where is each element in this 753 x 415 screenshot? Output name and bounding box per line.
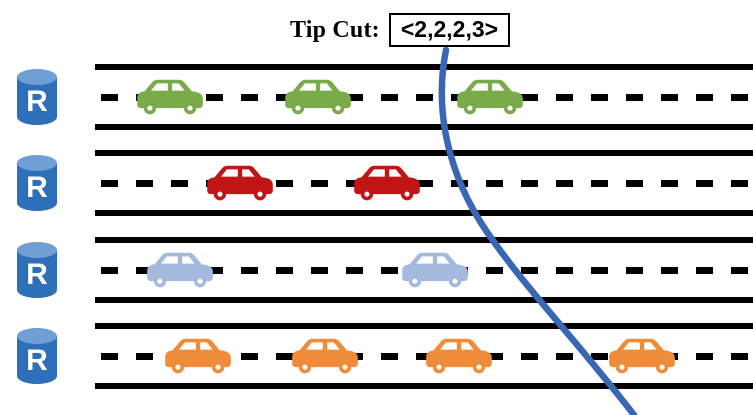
database-icon: R (17, 242, 57, 298)
lane-4-car-icon (607, 335, 677, 376)
road (95, 150, 753, 216)
lane-4-car-icon (290, 335, 360, 376)
lane-1-car-icon (135, 76, 205, 117)
lane-3-car-icon (400, 249, 470, 290)
lane-2-car-icon (352, 162, 422, 203)
tip-cut-header: Tip Cut: <2,2,2,3> (290, 12, 511, 48)
lane-1-car-icon (283, 76, 353, 117)
road (95, 237, 753, 303)
tip-cut-value: <2,2,2,3> (400, 15, 499, 42)
lane-4-car-icon (424, 335, 494, 376)
lane-row: R (0, 237, 753, 303)
database-icon: R (17, 328, 57, 384)
database-icon: R (17, 69, 57, 125)
road (95, 64, 753, 130)
lane-divider-dashes (101, 93, 753, 101)
database-label: R (26, 85, 48, 118)
lane-row: R (0, 150, 753, 216)
database-icon: R (17, 155, 57, 211)
database-label: R (26, 171, 48, 204)
lane-divider-dashes (101, 179, 753, 187)
lane-row: R (0, 64, 753, 130)
tip-cut-label: Tip Cut: (290, 16, 380, 43)
lane-row: R (0, 323, 753, 389)
lane-2-car-icon (205, 162, 275, 203)
road (95, 323, 753, 389)
database-label: R (26, 258, 48, 291)
tip-cut-value-box: <2,2,2,3> (388, 12, 511, 48)
lane-3-car-icon (145, 249, 215, 290)
database-label: R (26, 344, 48, 377)
lane-4-car-icon (163, 335, 233, 376)
lane-1-car-icon (455, 76, 525, 117)
